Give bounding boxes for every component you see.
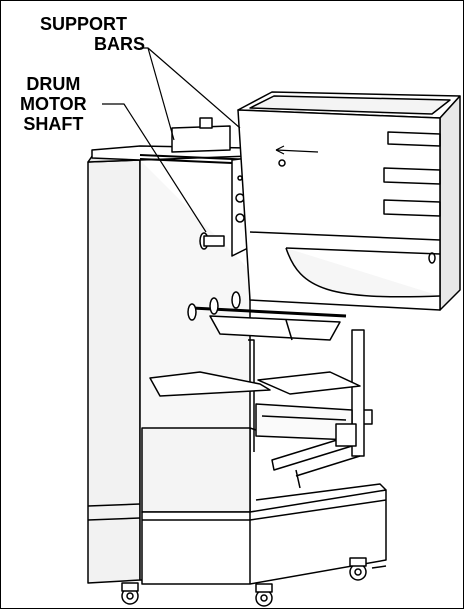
rollers xyxy=(187,291,347,341)
label-support-bars: SUPPORT BARS xyxy=(40,14,145,54)
drum-motor-shaft xyxy=(199,232,225,250)
trays xyxy=(149,371,361,397)
label-drum-motor-shaft: DRUM MOTOR SHAFT xyxy=(20,74,87,134)
label-support-bars-line1: SUPPORT xyxy=(40,14,128,34)
base-unit xyxy=(141,427,387,585)
casters xyxy=(121,557,387,607)
label-drum-line1: DRUM xyxy=(26,74,81,94)
label-drum-line3: SHAFT xyxy=(23,114,84,134)
label-support-bars-line2: BARS xyxy=(94,34,146,54)
leader-lines xyxy=(102,47,241,233)
inner-assembly xyxy=(255,403,361,489)
hopper xyxy=(237,91,461,311)
label-drum-line2: MOTOR xyxy=(20,94,87,114)
